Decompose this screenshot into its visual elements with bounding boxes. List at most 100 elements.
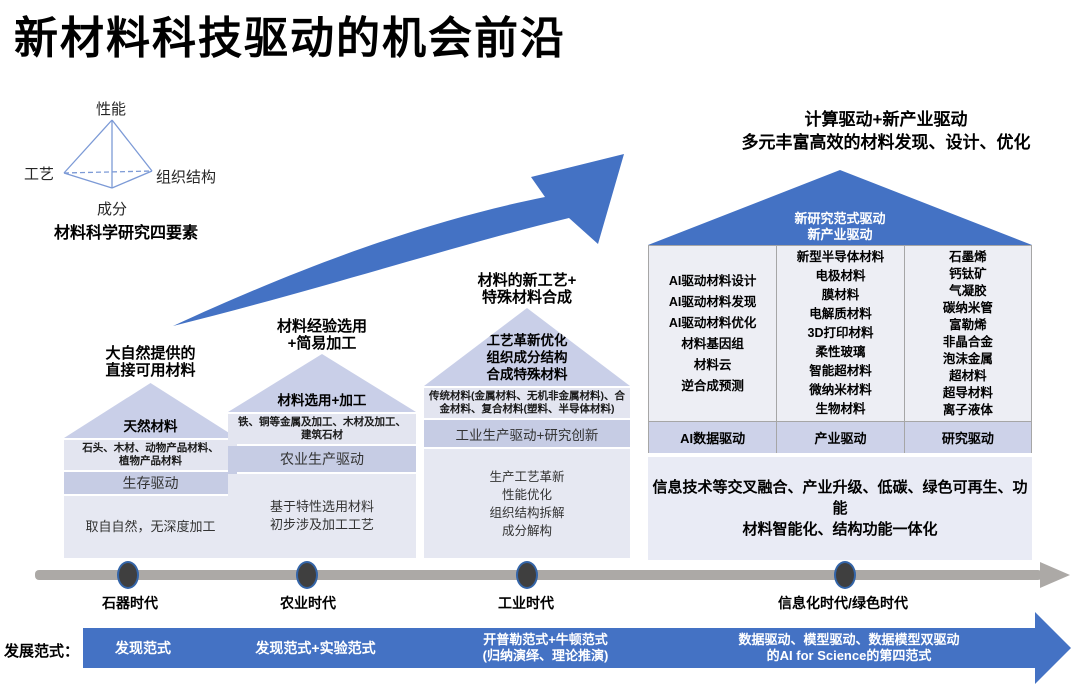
text-line: 性能优化 [501,487,552,502]
text-line: 智能超材料 [809,364,872,378]
text-line: 柔性玻璃 [815,345,866,359]
tetra-caption: 材料科学研究四要素 [53,225,198,242]
house-header: 材料的新工艺+特殊材料合成 [424,272,630,306]
text-line: 直接可用材料 [105,362,196,379]
text-line: 材料经验选用 [276,318,367,335]
modern-roof-label: 新研究范式驱动新产业驱动 [648,211,1032,243]
text-line: 传统材料(金属材料、无机非金属材料)、合 [429,390,625,402]
modern-driver-strip: AI数据驱动 产业驱动 研究驱动 [649,421,1031,453]
text-line: 电解质材料 [809,307,872,321]
text-line: 超导材料 [942,385,993,400]
timeline-dot-stone [117,561,139,589]
text-line: 非晶合金 [942,334,993,349]
text-line: 信息技术等交叉融合、产业升级、低碳、绿色可再生、功能 [652,479,1028,517]
text-line: (归纳演绎、理论推演) [482,648,609,663]
text-line: 生产工艺革新 [489,469,565,484]
paradigm-segment-3: 开普勒范式+牛顿范式(归纳演绎、理论推演) [428,628,663,668]
text-line: AI驱动材料优化 [668,315,757,330]
era-label-agricultural: 农业时代 [280,595,336,611]
text-line: 多元丰富高效的材料发现、设计、优化 [741,133,1031,152]
text-line: 开普勒范式+牛顿范式 [483,632,608,647]
era-label-industrial: 工业时代 [498,595,554,611]
paradigm-segment-2: 发现范式+实验范式 [203,628,428,668]
text-line: 富勒烯 [949,317,987,332]
text-line: 材料智能化、结构功能一体化 [742,521,938,538]
text-line: 数据驱动、模型驱动、数据模型双驱动 [738,632,960,647]
house-stone-age: 大自然提供的直接可用材料 天然材料 石头、木材、动物产品材料、植物产品材料 生存… [64,345,237,558]
house-driver: 生存驱动 [64,472,237,494]
text-line: 材料的新工艺+ [477,272,577,289]
rising-arrow-shape [173,154,624,326]
text-line: 初步涉及加工工艺 [269,517,374,532]
text-line: 超材料 [949,368,987,383]
text-line: 建筑石材 [301,429,343,441]
peak-note: 计算驱动+新产业驱动多元丰富高效的材料发现、设计、优化 [690,108,1080,154]
paradigm-segment-4: 数据驱动、模型驱动、数据模型双驱动的AI for Science的第四范式 [663,628,1035,668]
text-line: 天然材料 [123,419,178,434]
driver-industry: 产业驱动 [776,422,904,453]
text-line: 特殊材料合成 [481,289,572,306]
tetra-label-performance: 性能 [96,101,127,118]
text-line: 发现范式 [115,640,171,656]
page-title: 新材料科技驱动的机会前沿 [14,14,566,63]
house-driver: 工业生产驱动+研究创新 [424,420,630,447]
house-header: 大自然提供的直接可用材料 [64,345,237,381]
text-line: 植物产品材料 [119,455,182,467]
era-label-stone: 石器时代 [102,595,158,611]
tetra-label-structure: 组织结构 [156,169,217,186]
text-line: 合成特殊材料 [486,367,568,382]
rising-arrow [173,154,624,326]
text-line: 钙钛矿 [949,266,987,281]
house-description: 取自自然，无深度加工 [64,496,237,558]
timeline-bar [35,570,1042,580]
timeline-arrowhead-icon [1040,562,1070,588]
text-line: 石墨烯 [949,249,987,264]
text-line: 成分解构 [501,523,552,538]
text-line: AI驱动材料发现 [668,294,757,309]
text-line: 铁、铜等金属及加工、木材及加工、 [238,416,406,428]
text-line: 新型半导体材料 [796,250,885,264]
text-line: 电极材料 [815,269,866,283]
text-line: 新研究范式驱动 [794,211,886,226]
text-line: 的AI for Science的第四范式 [766,648,932,663]
house-description: 生产工艺革新性能优化组织结构拆解成分解构 [424,449,630,558]
text-line: 取自自然，无深度加工 [85,519,216,534]
paradigm-segment-1: 发现范式 [83,628,203,668]
text-line: 金材料、复合材料(塑料、半导体材料) [439,403,615,415]
text-line: 气凝胶 [949,283,987,298]
house-roof-label: 天然材料 [64,418,237,435]
timeline-dot-information [834,561,856,589]
era-label-information: 信息化时代/绿色时代 [778,595,908,611]
modern-summary: 信息技术等交叉融合、产业升级、低碳、绿色可再生、功能材料智能化、结构功能一体化 [648,457,1032,560]
text-line: 组织结构拆解 [489,505,565,520]
text-line: 离子液体 [942,402,993,417]
paradigm-arrowhead-icon [1035,612,1071,684]
house-roof: 工艺革新优化组织成分结构合成特殊材料 [424,308,630,386]
text-line: 计算驱动+新产业驱动 [804,110,968,129]
text-line: 膜材料 [821,288,860,302]
text-line: 材料选用+加工 [277,393,367,408]
house-roof: 天然材料 [64,383,237,438]
house-materials: 石头、木材、动物产品材料、植物产品材料 [64,440,237,470]
text-line: 材料云 [693,357,732,372]
text-line: 碳纳米管 [942,300,993,315]
house-header: 材料经验选用+简易加工 [228,318,416,352]
text-line: 逆合成预测 [681,378,744,393]
paradigm-bar: 发现范式 发现范式+实验范式 开普勒范式+牛顿范式(归纳演绎、理论推演) 数据驱… [83,628,1035,668]
text-line: 基于特性选用材料 [269,499,374,514]
house-roof-label: 材料选用+加工 [228,392,416,409]
tetrahedron-diagram [63,119,153,189]
text-line: 大自然提供的 [105,345,196,362]
modern-roof: 新研究范式驱动新产业驱动 [648,170,1032,245]
text-line: 工艺革新优化 [486,333,568,348]
text-line: 泡沫金属 [942,351,993,366]
tetra-label-composition: 成分 [97,201,128,218]
house-description: 基于特性选用材料初步涉及加工工艺 [228,474,416,558]
text-line: 3D打印材料 [807,326,874,340]
